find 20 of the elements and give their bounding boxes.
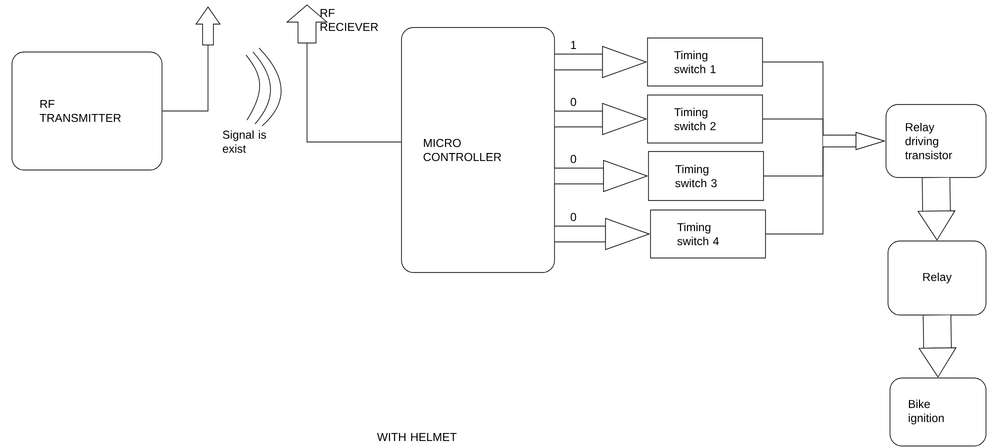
block-box: Bike ignition (890, 378, 986, 446)
antenna-label: RF RECIEVER (320, 9, 378, 32)
note-text: WITH HELMET (377, 433, 457, 441)
block-box: Relay (888, 240, 986, 316)
switch-box: Timing switch 4 (650, 210, 766, 258)
connector-line (766, 140, 824, 234)
switch-box: Timing switch 3 (648, 151, 764, 201)
edge-label: 1 (571, 41, 576, 49)
switch-box: Timing switch 2 (647, 94, 763, 144)
edge-label: 0 (570, 98, 576, 106)
block-box: MICRO CONTROLLER (401, 27, 555, 273)
note-text: Signal is exist (222, 130, 266, 153)
switch-box: Timing switch 1 (647, 38, 763, 86)
edge-label: 0 (570, 154, 576, 164)
connector-line (162, 45, 208, 112)
connector-line (306, 43, 402, 142)
block-box: RF TRANSMITTER (12, 52, 162, 170)
block-box: Relay driving transistor (886, 104, 986, 178)
edge-label: 0 (570, 212, 576, 222)
connector-line (762, 118, 824, 142)
